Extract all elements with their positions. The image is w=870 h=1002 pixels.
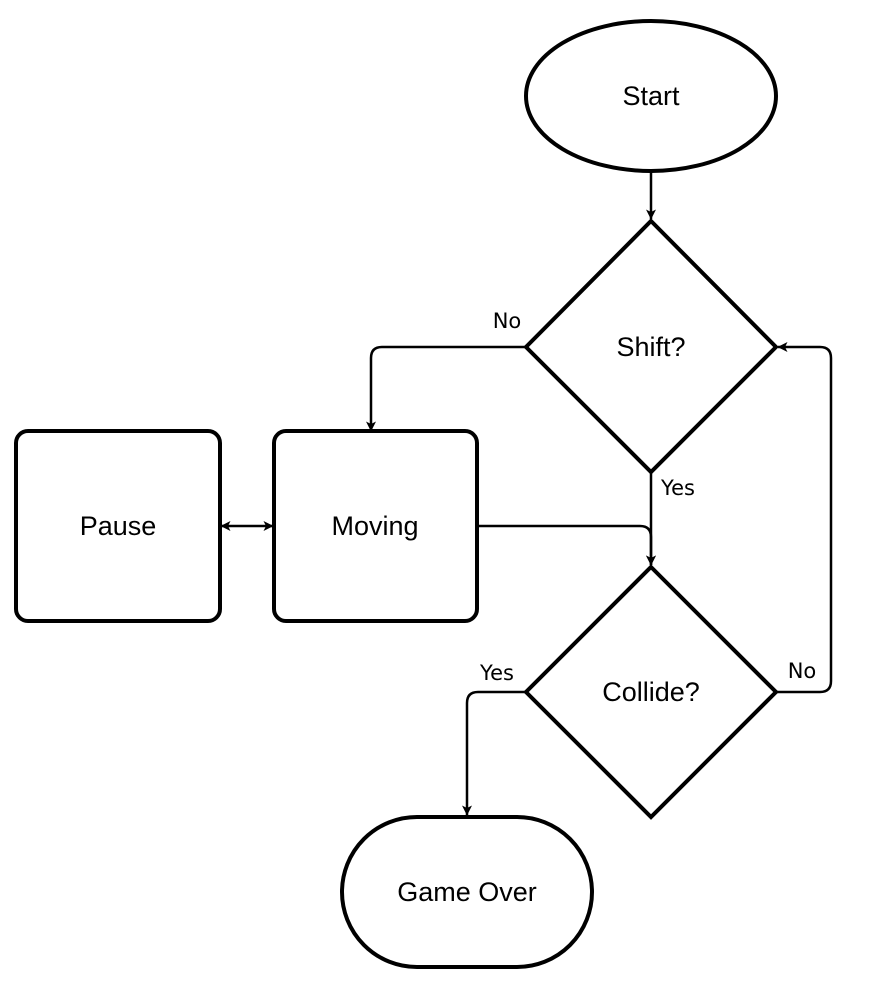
node-shift-decision: Shift? <box>523 218 779 475</box>
start-terminator-shape <box>524 19 778 173</box>
start-label: Start <box>622 81 680 111</box>
node-pause: Pause <box>14 429 222 623</box>
edge-label-shift-yes: Yes <box>660 476 695 500</box>
edge-label-collide-no: No <box>788 659 817 683</box>
game-over-terminator-shape <box>340 815 594 969</box>
collide-decision-label: Collide? <box>602 677 700 707</box>
edges-layer <box>220 172 833 816</box>
node-moving: Moving <box>272 429 479 623</box>
edge-collide-yes-to-game-over <box>462 690 526 816</box>
moving-process-box <box>272 429 479 623</box>
shift-decision-label: Shift? <box>616 332 685 362</box>
edge-shift-no-to-moving <box>366 345 526 432</box>
edge-labels-layer: No Yes Yes No <box>479 309 816 685</box>
shift-decision-diamond <box>523 218 779 475</box>
edge-label-collide-yes: Yes <box>479 661 514 685</box>
moving-label: Moving <box>331 511 418 541</box>
node-game-over: Game Over <box>340 815 594 969</box>
node-start: Start <box>524 19 778 173</box>
edge-label-shift-no: No <box>493 309 522 333</box>
game-over-label: Game Over <box>397 877 537 907</box>
node-collide-decision: Collide? <box>523 564 779 820</box>
pause-process-box <box>14 429 222 623</box>
edge-collide-no-to-shift <box>777 342 833 694</box>
collide-decision-diamond <box>523 564 779 820</box>
edge-moving-to-collide <box>477 524 656 566</box>
pause-label: Pause <box>80 511 157 541</box>
